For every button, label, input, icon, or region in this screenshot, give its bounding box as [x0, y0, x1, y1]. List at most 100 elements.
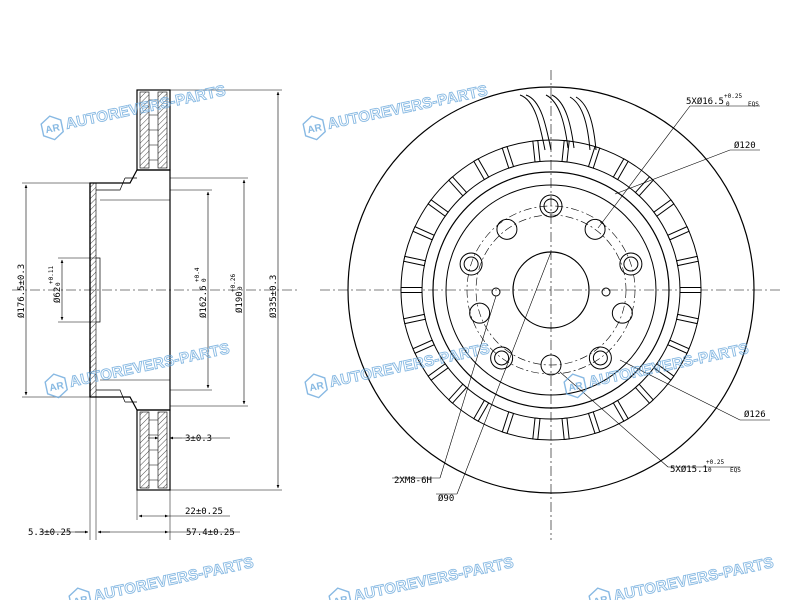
vent-slot — [403, 255, 426, 267]
vent-slot — [587, 145, 601, 169]
vent-slot — [676, 313, 699, 325]
aux-holes — [469, 218, 633, 376]
watermark-logo-text: AR — [73, 594, 90, 600]
bolt-circle-126 — [466, 205, 636, 375]
watermark-text: AUTOREVERS-PARTS — [328, 340, 491, 391]
label-d120: Ø120 — [734, 140, 756, 151]
lug-holes — [459, 194, 643, 370]
vent-slot — [532, 140, 541, 163]
dim-offset-5: 5.3±0.25 — [28, 528, 71, 538]
dim-d176: Ø176.5±0.3 — [16, 264, 27, 318]
vent-slot — [634, 176, 654, 197]
lug-hole — [490, 346, 514, 370]
dim-d190: Ø190 — [234, 291, 245, 313]
dim-width-22: 22±0.25 — [185, 507, 223, 517]
label-thread: 2XM8-6H — [394, 476, 432, 486]
label-holes-top: 5XØ16.5 — [686, 96, 724, 107]
aux-hole — [584, 218, 606, 240]
side-view: Ø176.5±0.3 Ø62 +0.11 0 Ø162.6 +0.4 0 Ø19… — [12, 89, 300, 540]
front-view: 5XØ16.5 +0.25 0 EQS Ø120 Ø126 5XØ15.1 +0… — [320, 70, 780, 540]
vent-slot — [561, 417, 570, 440]
vent-slot — [667, 339, 690, 354]
label-d126: Ø126 — [744, 409, 766, 420]
dim-d190-tol0: 0 — [237, 286, 244, 290]
hat-outer — [432, 171, 670, 409]
vent-slot — [473, 399, 490, 422]
vent-slot — [448, 383, 468, 404]
wear-grooves — [519, 94, 597, 151]
label-holes-bottom-tol: +0.25 — [706, 459, 724, 466]
dim-d335: Ø335±0.3 — [268, 275, 279, 318]
watermark-logo-text: AR — [45, 122, 62, 136]
side-extension-lines — [22, 89, 282, 540]
vent-slot — [412, 339, 435, 354]
label-holes-top-tol0: 0 — [726, 101, 730, 108]
label-holes-bottom-tol0: 0 — [708, 467, 712, 474]
watermark-text: AUTOREVERS-PARTS — [352, 554, 515, 600]
vent-slot — [676, 255, 699, 267]
dim-thickness-3: 3±0.3 — [185, 434, 212, 444]
label-holes-top-eqs: EQS — [748, 101, 759, 108]
lug-hole — [459, 252, 483, 276]
dim-d62-tol: +0.11 — [48, 266, 55, 284]
dim-d62: Ø62 — [52, 287, 63, 303]
vent-slot — [667, 226, 690, 241]
watermark-logo: AR — [68, 587, 92, 600]
vent-slot — [412, 226, 435, 241]
threaded-hole-right — [601, 287, 611, 297]
vent-slot — [612, 158, 629, 181]
vent-slot — [653, 363, 675, 381]
threaded-hole-left — [491, 287, 501, 297]
vent-slot — [587, 411, 601, 435]
watermark-logo-text: AR — [333, 594, 350, 600]
watermark-logo: AR — [328, 587, 352, 600]
aux-hole — [469, 302, 491, 324]
hub-hat — [89, 169, 171, 411]
lug-hole — [588, 346, 612, 370]
watermark-logo: AR — [588, 587, 612, 600]
vent-slot — [427, 363, 449, 381]
watermark-logo-text: AR — [309, 380, 326, 394]
friction-ring-bottom — [136, 409, 171, 491]
vent-slot — [473, 158, 490, 181]
lug-hole — [539, 194, 563, 218]
side-dimension-lines — [24, 91, 280, 534]
lug-hole — [619, 252, 643, 276]
watermark-logo: AR — [563, 373, 587, 399]
rotor-outer-edge — [347, 86, 755, 494]
aux-hole — [540, 354, 562, 376]
watermark-text: AUTOREVERS-PARTS — [326, 82, 489, 133]
watermark-logo: AR — [40, 115, 64, 141]
front-leader-lines — [392, 105, 770, 495]
dim-d162: Ø162.6 — [198, 285, 209, 318]
dim-d62-tol0: 0 — [55, 282, 62, 286]
vent-slot — [653, 199, 675, 217]
aux-hole — [496, 218, 518, 240]
dim-d162-tol: +0.4 — [194, 267, 201, 282]
vent-slot — [634, 383, 654, 404]
watermark-logo: AR — [302, 115, 326, 141]
label-holes-top-tol: +0.25 — [724, 93, 742, 100]
vent-slot — [501, 411, 515, 435]
watermark-logo-text: AR — [568, 380, 585, 394]
vent-slot — [561, 140, 570, 163]
dim-height-57: 57.4±0.25 — [186, 528, 235, 538]
watermark-logo-text: AR — [593, 594, 610, 600]
vent-slot — [403, 313, 426, 325]
watermark-logo-text: AR — [307, 122, 324, 136]
label-d90: Ø90 — [438, 493, 454, 504]
watermark-logo: AR — [44, 373, 68, 399]
dim-d162-tol0: 0 — [201, 278, 208, 282]
watermark-text: AUTOREVERS-PARTS — [92, 554, 255, 600]
vent-slot — [501, 145, 515, 169]
watermark-logo: AR — [304, 373, 328, 399]
